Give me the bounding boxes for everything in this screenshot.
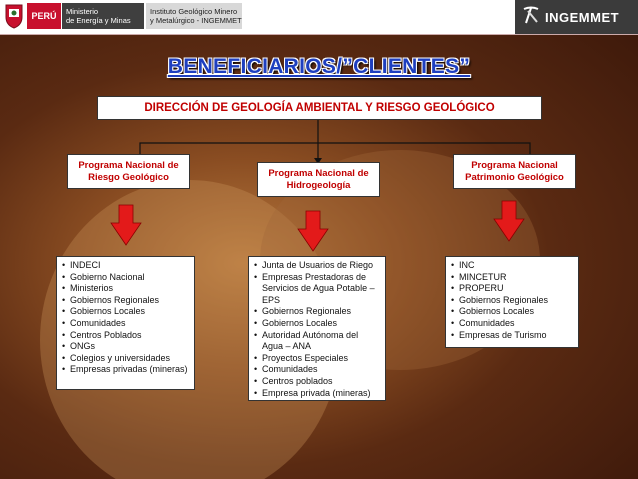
list-item: Gobiernos Regionales <box>254 306 381 318</box>
list-item: Centros Poblados <box>62 330 190 342</box>
list-item: Gobiernos Locales <box>254 318 381 330</box>
list-item: Comunidades <box>451 318 574 330</box>
peru-label: PERÚ <box>27 3 61 29</box>
list-item: Gobiernos Regionales <box>62 295 190 307</box>
list-item: Empresas de Turismo <box>451 330 574 342</box>
list-item: Gobierno Nacional <box>62 272 190 284</box>
slide-title: BENEFICIARIOS/”CLIENTES” <box>167 55 471 78</box>
institute-label: Instituto Geológico Minero y Metalúrgico… <box>146 3 242 29</box>
list-item: Proyectos Especiales <box>254 353 381 365</box>
down-arrow-icon <box>110 204 142 246</box>
list-item: Gobiernos Regionales <box>451 295 574 307</box>
government-logo: PERÚ Ministerio de Energía y Minas Insti… <box>3 2 242 30</box>
shield-icon <box>3 2 25 30</box>
list-item: MINCETUR <box>451 272 574 284</box>
pickaxe-icon <box>521 5 541 30</box>
program-patrimonio-geologico: Programa Nacional Patrimonio Geológico <box>453 154 576 189</box>
beneficiaries-list-riesgo: INDECI Gobierno Nacional Ministerios Gob… <box>56 256 195 390</box>
list-item: Gobiernos Locales <box>62 306 190 318</box>
list-item: Autoridad Autónoma del Agua – ANA <box>254 330 381 353</box>
list-item: Gobiernos Locales <box>451 306 574 318</box>
brand-name: INGEMMET <box>545 9 620 25</box>
list-item: Empresa privada (mineras) <box>254 388 381 400</box>
list-item: Empresas Prestadoras de Servicios de Agu… <box>254 272 381 307</box>
list-item: Ministerios <box>62 283 190 295</box>
list-item: Colegios y universidades <box>62 353 190 365</box>
ministry-label: Ministerio de Energía y Minas <box>62 3 144 29</box>
list-item: Comunidades <box>62 318 190 330</box>
list-item: Junta de Usuarios de Riego <box>254 260 381 272</box>
beneficiaries-list-hidrogeologia: Junta de Usuarios de Riego Empresas Pres… <box>248 256 386 401</box>
list-item: Empresas privadas (mineras) <box>62 364 190 376</box>
down-arrow-icon <box>297 210 329 252</box>
header-bar: PERÚ Ministerio de Energía y Minas Insti… <box>0 0 638 35</box>
list-item: ONGs <box>62 341 190 353</box>
program-riesgo-geologico: Programa Nacional de Riesgo Geológico <box>67 154 190 189</box>
list-item: INDECI <box>62 260 190 272</box>
program-hidrogeologia: Programa Nacional de Hidrogeología <box>257 162 380 197</box>
list-item: PROPERU <box>451 283 574 295</box>
down-arrow-icon <box>493 200 525 242</box>
ingemmet-logo: INGEMMET <box>515 0 638 34</box>
beneficiaries-list-patrimonio: INC MINCETUR PROPERU Gobiernos Regionale… <box>445 256 579 348</box>
list-item: INC <box>451 260 574 272</box>
list-item: Centros poblados <box>254 376 381 388</box>
list-item: Comunidades <box>254 364 381 376</box>
direction-box: DIRECCIÓN DE GEOLOGÍA AMBIENTAL Y RIESGO… <box>97 96 542 120</box>
